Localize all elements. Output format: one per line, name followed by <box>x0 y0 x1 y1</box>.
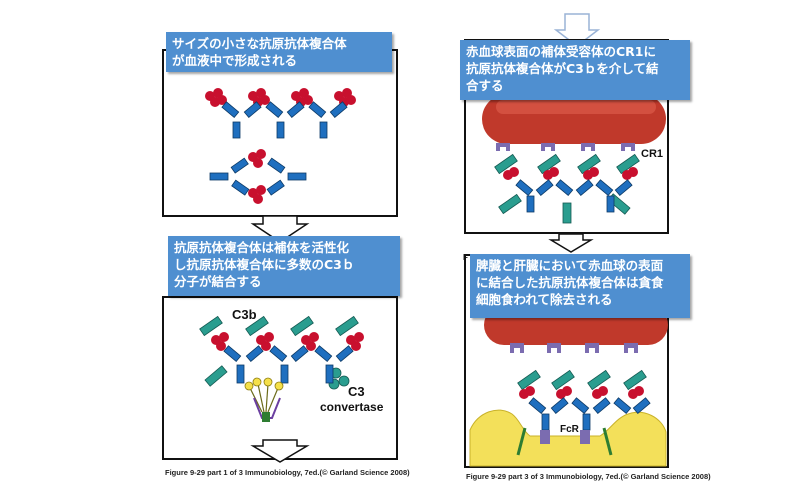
step-text-complement-activation: 抗原抗体複合体は補体を活性化 し抗原抗体複合体に多数のC3ｂ 分子が結合する <box>168 236 400 296</box>
left-panel-bottom <box>162 296 398 460</box>
step-text-small-complex: サイズの小さな抗原抗体複合体 が血液中で形成される <box>166 32 392 72</box>
c3-label: C3 <box>348 384 365 399</box>
antigen-cluster <box>205 88 356 107</box>
antibody <box>221 101 348 139</box>
down-arrow-right-top <box>553 13 601 47</box>
cr1-receptor <box>496 143 635 151</box>
down-arrow-left-1 <box>250 215 310 243</box>
figure-caption-left: Figure 9-29 part 1 of 3 Immunobiology, 7… <box>165 468 410 477</box>
step-text-phagocytosis: 脾臓と肝臓において赤血球の表面 に結合した抗原抗体複合体は貪食 細胞食われて除去… <box>470 254 690 318</box>
bound-complex-bottom <box>516 369 651 456</box>
red-blood-cell <box>482 94 666 144</box>
down-arrow-left-2 <box>250 439 310 463</box>
partial-letter: F <box>463 253 468 262</box>
fc-receptor <box>540 430 590 444</box>
complement-complex <box>199 315 364 422</box>
receptor-stalk <box>516 427 613 456</box>
immune-complex-chain <box>205 88 356 139</box>
bound-complex-top <box>494 153 640 224</box>
fcr-label: FcR <box>560 424 579 435</box>
convertase-label: convertase <box>320 400 384 414</box>
immune-complex-ring <box>209 149 307 204</box>
down-arrow-right-mid <box>548 233 594 253</box>
cr1-label: CR1 <box>641 148 664 160</box>
c1-complex <box>244 377 284 422</box>
c3b-fragment <box>199 315 359 390</box>
step-text-cr1-binding: 赤血球表面の補体受容体のCR1に 抗原抗体複合体がC3ｂを介して結 合する <box>460 40 690 100</box>
c3b-label: C3b <box>232 307 257 322</box>
figure-caption-right: Figure 9-29 part 3 of 3 Immunobiology, 7… <box>466 472 711 481</box>
